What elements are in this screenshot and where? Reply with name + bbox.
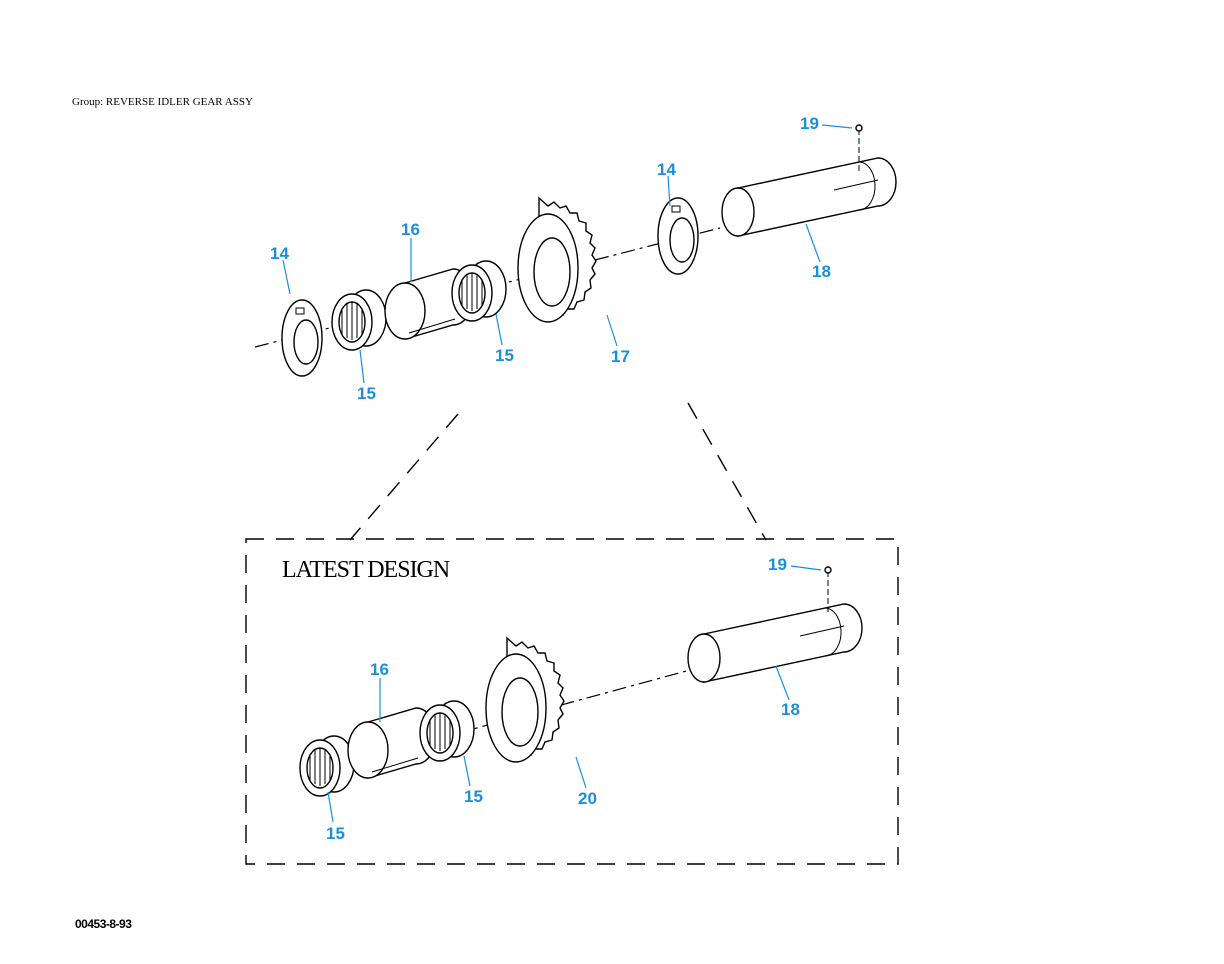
- drawing-code: 00453-8-93: [75, 917, 132, 931]
- callout-16-top: 16: [401, 220, 420, 239]
- callout-15-bottom-left: 15: [326, 824, 345, 843]
- callout-19-top: 19: [800, 114, 819, 133]
- bottom-assembly: 19 16 18 15 15 20: [299, 555, 863, 843]
- callout-19-bottom: 19: [768, 555, 787, 574]
- latest-design-frame: [245, 538, 899, 865]
- callout-18-bottom: 18: [781, 700, 800, 719]
- callout-14-top-right: 14: [657, 160, 676, 179]
- group-title: Group: REVERSE IDLER GEAR ASSY: [72, 96, 253, 108]
- callout-14-top-left: 14: [270, 244, 289, 263]
- callout-15-top-left: 15: [357, 384, 376, 403]
- callout-15-bottom-middle: 15: [464, 787, 483, 806]
- callout-20-bottom: 20: [578, 789, 597, 808]
- callout-17-top: 17: [611, 347, 630, 366]
- top-assembly: 19 14 14 16 18 15 15 17: [254, 114, 897, 403]
- callout-15-top-middle: 15: [495, 346, 514, 365]
- callout-16-bottom: 16: [370, 660, 389, 679]
- latest-design-title: LATEST DESIGN: [282, 557, 450, 583]
- callout-18-top: 18: [812, 262, 831, 281]
